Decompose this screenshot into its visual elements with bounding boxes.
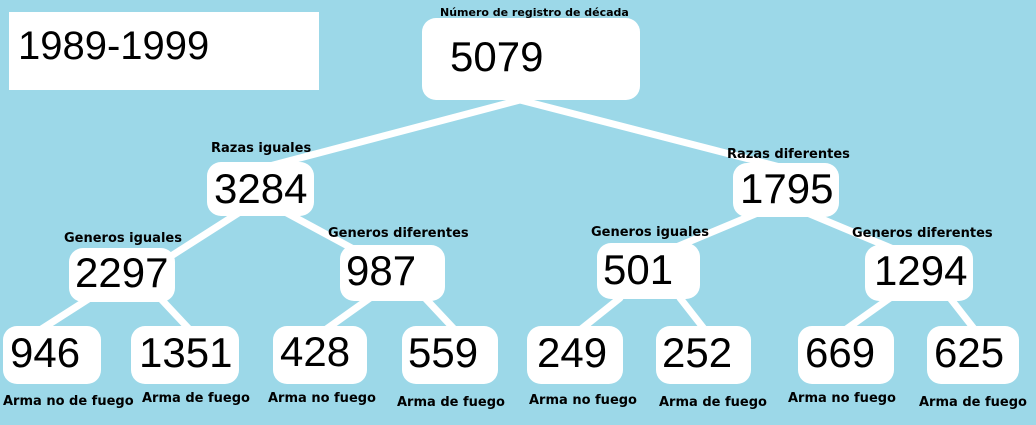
connector-root-razas-diferentes bbox=[516, 96, 788, 172]
connector-3284-2297 bbox=[164, 208, 244, 262]
generos-iguales-label-left: Generos iguales bbox=[64, 231, 182, 246]
leaf-node-1351: 1351 bbox=[131, 326, 239, 384]
leaf-label-1351: Arma de fuego bbox=[142, 391, 250, 406]
leaf-value-946: 946 bbox=[10, 329, 81, 376]
connector-1294-625 bbox=[946, 294, 979, 334]
connector-501-249 bbox=[576, 294, 624, 334]
root-label: Número de registro de década bbox=[440, 6, 629, 19]
leaf-label-249: Arma no fuego bbox=[529, 393, 637, 408]
connector-987-428 bbox=[321, 294, 374, 334]
generos-iguales-node-left: 2297 bbox=[69, 248, 175, 302]
generos-iguales-node-right: 501 bbox=[597, 243, 700, 299]
leaf-value-1351: 1351 bbox=[139, 329, 233, 376]
leaf-node-252: 252 bbox=[656, 326, 751, 384]
razas-diferentes-label: Razas diferentes bbox=[727, 147, 850, 162]
connector-987-559 bbox=[421, 294, 459, 334]
razas-iguales-value: 3284 bbox=[214, 165, 308, 212]
leaf-label-625: Arma de fuego bbox=[919, 395, 1027, 410]
leaf-node-428: 428 bbox=[273, 326, 367, 384]
leaf-value-625: 625 bbox=[934, 329, 1005, 376]
root-value: 5079 bbox=[450, 33, 544, 80]
decade-title: 1989-1999 bbox=[18, 24, 210, 68]
generos-diferentes-label-left: Generos diferentes bbox=[328, 226, 469, 241]
generos-diferentes-node-left: 987 bbox=[340, 245, 445, 301]
leaf-value-559: 559 bbox=[408, 329, 479, 376]
razas-diferentes-value: 1795 bbox=[740, 165, 834, 212]
leaf-node-559: 559 bbox=[402, 326, 498, 384]
generos-diferentes-value-right: 1294 bbox=[874, 247, 968, 294]
leaf-value-249: 249 bbox=[537, 329, 608, 376]
connector-501-252 bbox=[676, 294, 709, 334]
root-node: 5079 bbox=[422, 18, 640, 100]
generos-iguales-value-right: 501 bbox=[603, 246, 674, 293]
leaf-node-669: 669 bbox=[798, 326, 894, 384]
leaf-node-625: 625 bbox=[927, 326, 1019, 384]
connector-2297-946 bbox=[36, 294, 94, 334]
razas-iguales-label: Razas iguales bbox=[211, 141, 312, 156]
generos-iguales-value-left: 2297 bbox=[75, 249, 169, 296]
leaf-node-946: 946 bbox=[3, 326, 101, 384]
leaf-label-946: Arma no de fuego bbox=[3, 394, 134, 409]
leaf-label-669: Arma no fuego bbox=[788, 391, 896, 406]
connector-2297-1351 bbox=[156, 294, 194, 334]
leaf-node-249: 249 bbox=[527, 326, 623, 384]
leaf-label-252: Arma de fuego bbox=[659, 395, 767, 410]
leaf-label-559: Arma de fuego bbox=[397, 395, 505, 410]
generos-diferentes-value-left: 987 bbox=[346, 247, 417, 294]
connector-1294-669 bbox=[841, 294, 894, 334]
generos-iguales-label-right: Generos iguales bbox=[591, 225, 709, 240]
leaf-value-669: 669 bbox=[805, 329, 876, 376]
decade-title-box bbox=[9, 12, 319, 90]
leaf-value-428: 428 bbox=[280, 328, 351, 375]
razas-diferentes-node: 1795 bbox=[733, 163, 839, 217]
leaf-label-428: Arma no fuego bbox=[268, 391, 376, 406]
connector-root-razas-iguales bbox=[258, 96, 524, 172]
razas-iguales-node: 3284 bbox=[207, 162, 314, 216]
leaf-value-252: 252 bbox=[662, 329, 733, 376]
generos-diferentes-node-right: 1294 bbox=[865, 245, 973, 301]
generos-diferentes-label-right: Generos diferentes bbox=[852, 226, 993, 241]
